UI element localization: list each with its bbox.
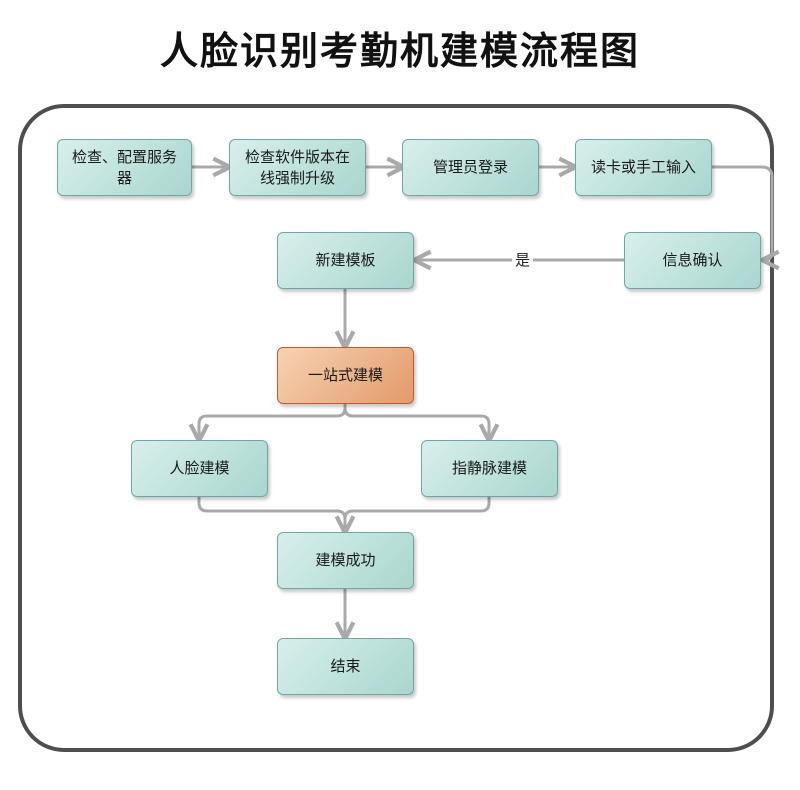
edge-label-yes: 是 — [512, 249, 534, 270]
edge-vein-to-success — [343, 497, 491, 520]
node-admin-login[interactable]: 管理员登录 — [402, 139, 539, 196]
edge-card-to-confirm — [712, 165, 772, 260]
edge-onestop-to-face — [199, 404, 347, 439]
diagram-title: 人脸识别考勤机建模流程图 — [159, 29, 640, 73]
node-model-success[interactable]: 建模成功 — [277, 532, 414, 589]
node-end[interactable]: 结束 — [277, 638, 414, 695]
edge-face-to-success — [197, 497, 345, 531]
node-check-server[interactable]: 检查、配置服务器 — [57, 139, 192, 196]
node-check-upgrade[interactable]: 检查软件版本在线强制升级 — [229, 139, 366, 196]
node-read-card[interactable]: 读卡或手工输入 — [575, 139, 712, 196]
node-face-model[interactable]: 人脸建模 — [131, 440, 268, 497]
edge-onestop-to-vein — [343, 407, 489, 439]
node-one-stop-model[interactable]: 一站式建模 — [277, 347, 414, 404]
node-vein-model[interactable]: 指静脉建模 — [421, 440, 558, 497]
node-new-template[interactable]: 新建模板 — [277, 232, 414, 289]
node-confirm-info[interactable]: 信息确认 — [624, 232, 761, 289]
